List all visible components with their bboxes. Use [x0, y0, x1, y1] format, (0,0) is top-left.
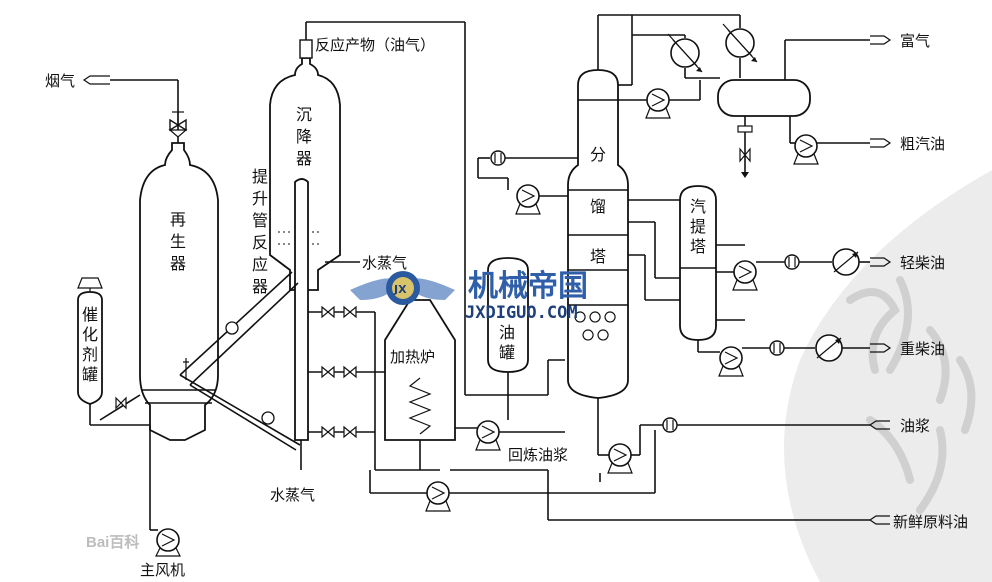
settler-label-3: 器 — [296, 149, 312, 168]
rich-gas-arrow-icon — [870, 35, 892, 45]
regenerator — [139, 80, 219, 441]
fractionator — [567, 14, 740, 440]
heavy-diesel-arrow-icon — [870, 343, 892, 353]
catalyst-tank-label-1: 催 — [82, 305, 98, 324]
settler-label-1: 沉 — [296, 105, 312, 124]
condenser-1-icon — [667, 33, 703, 73]
flue-gas-arrow-icon — [82, 75, 110, 85]
heating-furnace — [384, 299, 456, 470]
riser-label-6: 器 — [252, 277, 268, 296]
heating-furnace-label: 加热炉 — [390, 348, 435, 366]
light-diesel-arrow-icon — [870, 257, 892, 267]
catalyst-tank-label-3: 剂 — [82, 345, 98, 364]
logo-letters: JX — [393, 283, 407, 296]
riser-label-5: 应 — [252, 255, 268, 274]
light-diesel-cooler-icon — [832, 248, 860, 276]
stripper-label-1: 汽 — [690, 197, 706, 216]
regenerator-label-2: 生 — [170, 232, 186, 251]
catalyst-valve-icon — [115, 396, 127, 410]
fractionator-label-1: 分 — [590, 145, 606, 164]
flue-gas-valve-icon — [168, 111, 188, 138]
steam-top-label: 水蒸气 — [362, 254, 407, 272]
feed-valve-icon — [321, 305, 357, 439]
stripper-label-2: 提 — [690, 217, 706, 236]
heavy-diesel-label: 重柴油 — [900, 340, 945, 358]
fractionator-label-2: 馏 — [590, 197, 606, 216]
fresh-feed-arrow-icon — [868, 515, 890, 525]
heavy-diesel-pump-icon — [718, 346, 744, 377]
drain-valve-icon — [739, 147, 751, 178]
recycle-oil-label: 回炼油浆 — [508, 446, 568, 464]
riser-reactor — [278, 178, 322, 470]
catalyst-tank-label-4: 罐 — [82, 365, 98, 384]
rich-gas-label: 富气 — [900, 32, 930, 50]
jxdiguo-watermark: JX 机械帝国 JXDIGUO.COM — [350, 269, 588, 323]
oil-tank — [487, 257, 529, 420]
furnace-pump-icon — [425, 481, 451, 512]
regenerator-label-3: 器 — [170, 254, 186, 273]
riser-label-4: 反 — [252, 233, 268, 252]
fresh-feed-label: 新鲜原料油 — [893, 513, 968, 531]
crude-gasoline-arrow-icon — [870, 138, 892, 148]
light-diesel-pump-icon — [732, 260, 758, 291]
fractionator-side-pump-icon — [515, 184, 541, 215]
flue-gas-label: 烟气 — [45, 72, 75, 90]
oil-tank-label-1: 油 — [499, 323, 515, 342]
gasoline-pump-icon — [793, 134, 819, 165]
condenser-2-icon — [722, 23, 758, 63]
settler-label-2: 降 — [296, 127, 312, 146]
oil-tank-label-2: 罐 — [499, 343, 515, 362]
riser-label-2: 升 — [252, 189, 268, 208]
stripper-label-3: 塔 — [690, 237, 706, 256]
main-blower-label: 主风机 — [140, 561, 185, 579]
catalyst-tank — [77, 277, 150, 426]
riser-label-1: 提 — [252, 167, 268, 186]
main-blower-pump-icon — [155, 528, 181, 557]
brush-watermark — [784, 170, 992, 582]
riser-feed-lines — [308, 311, 440, 471]
light-diesel-label: 轻柴油 — [900, 254, 945, 272]
reaction-product-label: 反应产物（油气） — [315, 36, 435, 54]
crude-gasoline-label: 粗汽油 — [900, 135, 945, 153]
baidu-watermark: Bai百科 — [86, 533, 139, 551]
overhead-system — [618, 15, 741, 86]
reflux-pump-icon — [645, 88, 671, 119]
heavy-diesel-cooler-icon — [815, 334, 843, 362]
catalyst-transfer-lines — [179, 271, 301, 451]
slurry-pump-icon — [607, 443, 633, 474]
recycle-pump-icon — [475, 420, 501, 451]
regenerator-label-1: 再 — [170, 210, 186, 229]
fractionator-reflux-loop — [477, 150, 578, 190]
stripper — [628, 185, 745, 353]
slurry-label: 油浆 — [900, 417, 930, 435]
steam-bottom-label: 水蒸气 — [270, 486, 315, 504]
catalyst-tank-label-2: 化 — [82, 325, 98, 344]
settler — [269, 21, 565, 396]
slurry-arrow-icon — [868, 420, 890, 430]
receiver-drum — [717, 79, 811, 175]
watermark-url: JXDIGUO.COM — [465, 303, 578, 323]
riser-label-3: 管 — [252, 211, 268, 230]
watermark-title: 机械帝国 — [468, 269, 588, 304]
fractionator-label-3: 塔 — [590, 247, 606, 266]
